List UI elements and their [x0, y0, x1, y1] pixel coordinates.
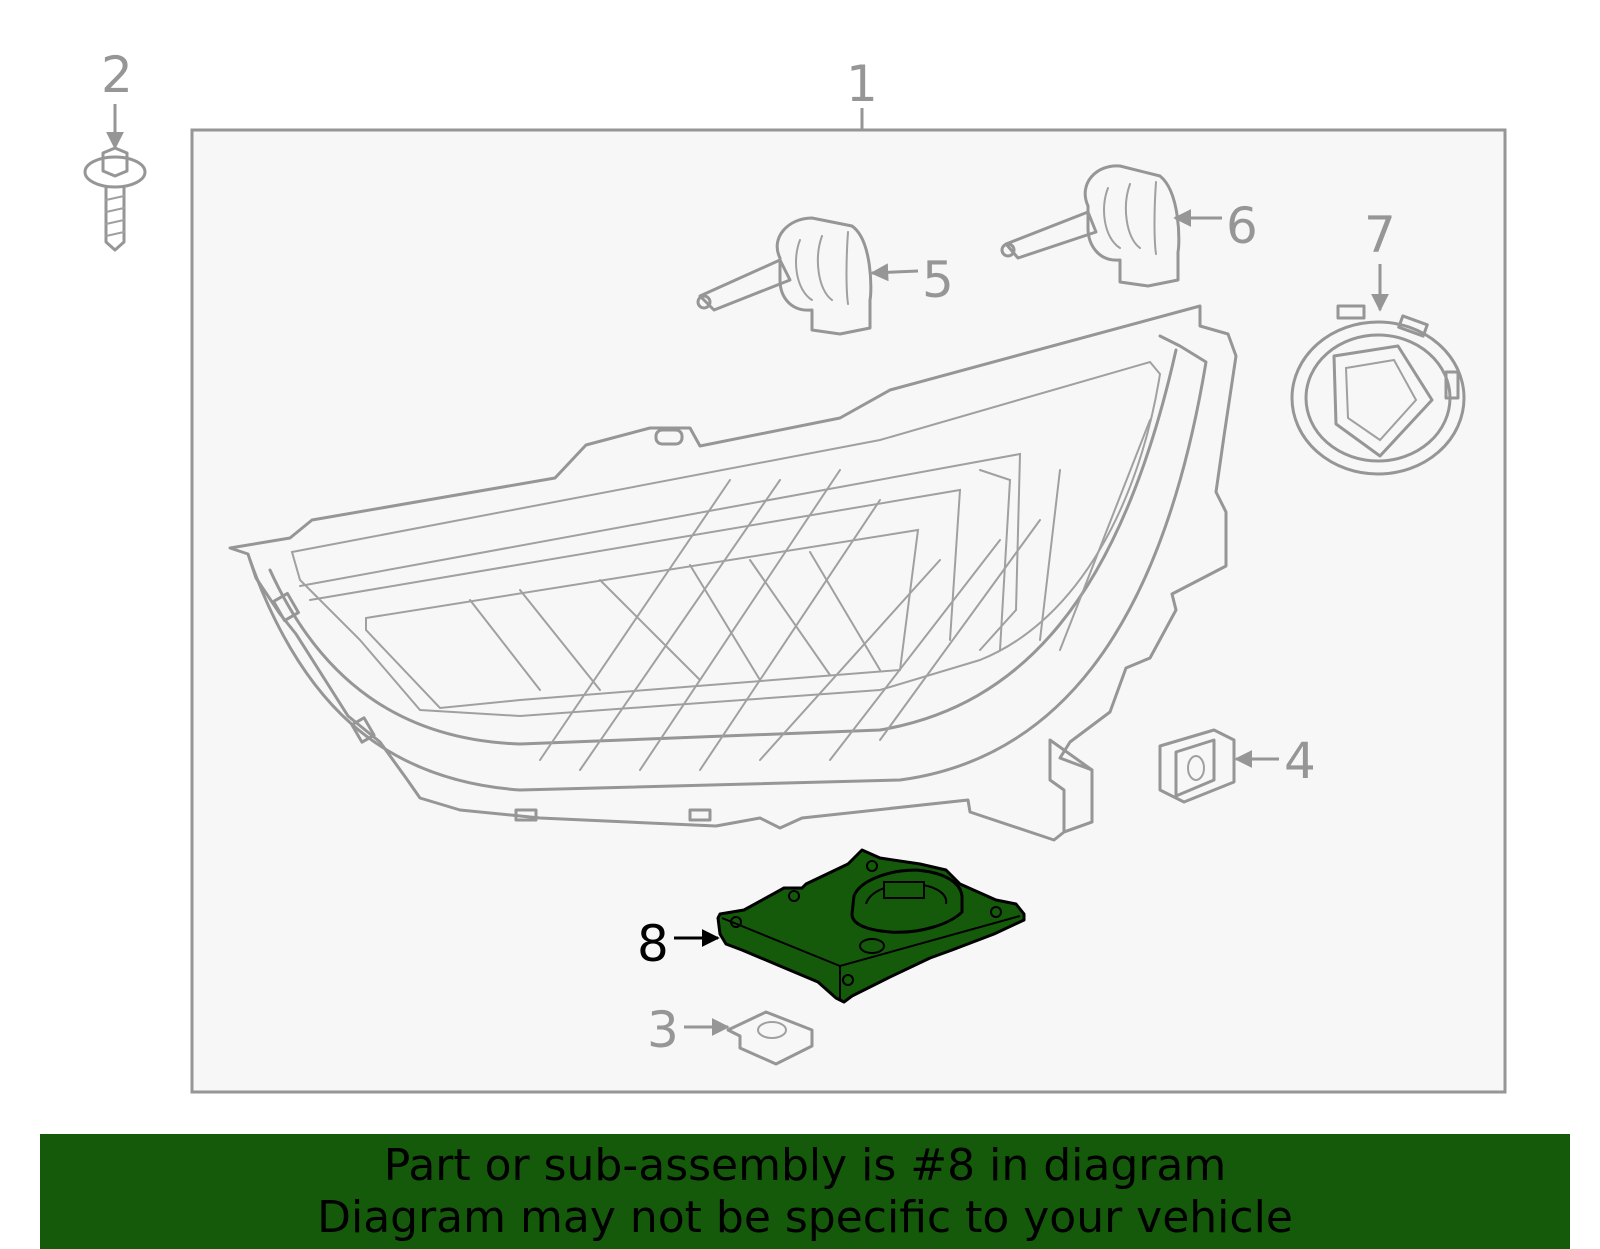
- leader-5: [870, 263, 919, 282]
- parts-diagram: 1 2 3 4 5 6 7 8: [83, 46, 1507, 1094]
- bulb-part-6[interactable]: [1000, 164, 1181, 288]
- banner-line-disclaimer: Diagram may not be specific to your vehi…: [317, 1191, 1293, 1243]
- callout-label-5[interactable]: 5: [922, 251, 954, 309]
- ballast-module-part[interactable]: [716, 848, 1026, 1004]
- bulb-part-5[interactable]: [696, 216, 873, 336]
- callout-label-2[interactable]: 2: [101, 46, 133, 104]
- callout-label-8[interactable]: 8: [637, 915, 669, 973]
- callout-label-4[interactable]: 4: [1284, 732, 1316, 790]
- screw-part[interactable]: [83, 146, 147, 252]
- cap-part[interactable]: [1290, 304, 1466, 476]
- headlamp-assembly-part[interactable]: [228, 304, 1238, 842]
- retainer-part-3[interactable]: [726, 1010, 814, 1066]
- callout-label-6[interactable]: 6: [1226, 197, 1258, 255]
- banner-line-part-number: Part or sub-assembly is #8 in diagram: [383, 1139, 1227, 1191]
- callout-label-1[interactable]: 1: [846, 55, 878, 113]
- callout-label-3[interactable]: 3: [647, 1001, 679, 1059]
- retainer-part-4[interactable]: [1158, 728, 1236, 804]
- callout-label-7[interactable]: 7: [1364, 206, 1396, 264]
- info-banner: Part or sub-assembly is #8 in diagram Di…: [40, 1134, 1570, 1249]
